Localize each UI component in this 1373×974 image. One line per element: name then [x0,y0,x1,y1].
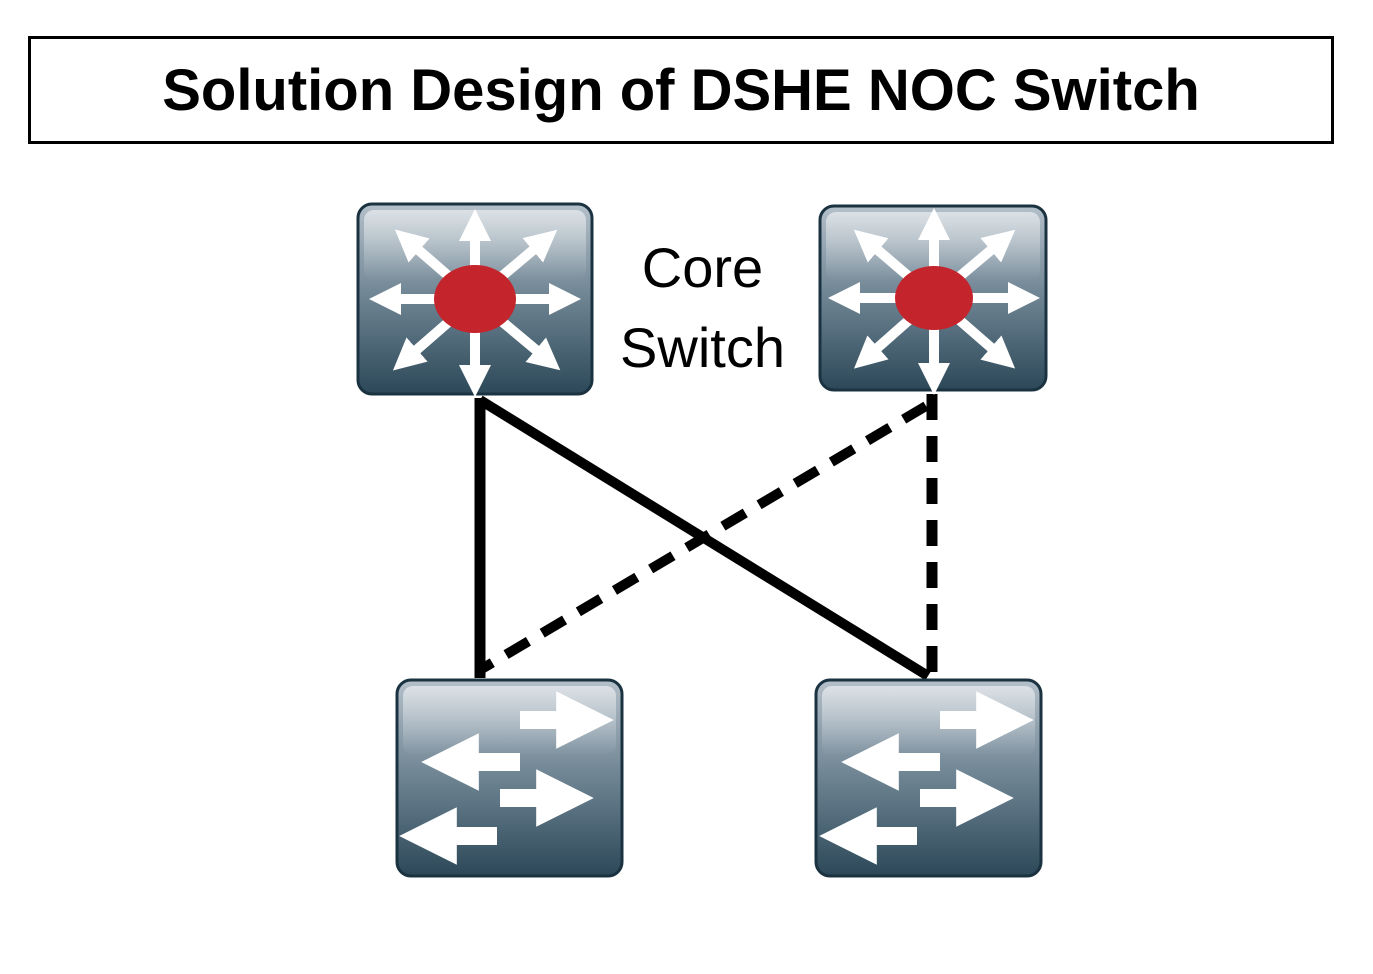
core-center-dot [895,266,973,330]
workgroup-switch-icon [819,691,1034,865]
core-label-line1: Core [641,236,764,299]
access-switch-right[interactable] [814,678,1043,878]
workgroup-switch-icon [399,691,614,865]
core-switch-left[interactable] [356,202,594,398]
core-switch-label: Core Switch [600,228,805,388]
core-label-line2: Switch [620,316,785,379]
links [474,394,938,681]
title-box: Solution Design of DSHE NOC Switch [28,36,1334,144]
link-core-right-to-access-left [477,401,929,675]
access-switch-left[interactable] [395,678,624,878]
diagram-title: Solution Design of DSHE NOC Switch [162,57,1200,123]
core-switch-right[interactable] [818,204,1048,396]
core-center-dot [434,265,516,333]
